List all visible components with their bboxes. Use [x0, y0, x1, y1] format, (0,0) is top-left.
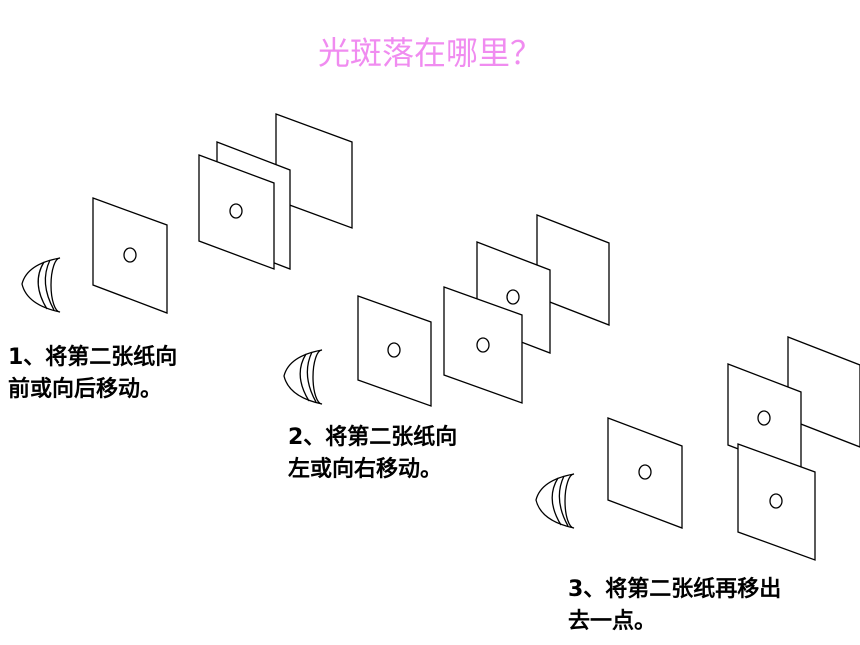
screen-3-front	[737, 443, 816, 561]
instruction-2-line-2: 左或向右移动。	[288, 457, 443, 482]
instruction-2: 2、将第二张纸向 左或向右移动。	[288, 422, 457, 486]
lens-icon	[535, 473, 575, 529]
instruction-3: 3、将第二张纸再移出 去一点。	[568, 574, 781, 638]
screen-1-2-front	[198, 154, 275, 270]
screen-2-front	[443, 286, 523, 404]
screen-2-1	[357, 295, 432, 407]
setup-1	[21, 113, 353, 314]
lens-icon	[21, 257, 61, 313]
setup-3	[535, 336, 860, 561]
setup-2	[283, 214, 610, 407]
instruction-2-line-1: 2、将第二张纸向	[288, 425, 458, 450]
instruction-1-line-1: 1、将第二张纸向	[8, 345, 178, 370]
lens-icon	[283, 349, 323, 405]
instruction-3-line-1: 3、将第二张纸再移出	[568, 577, 782, 602]
screen-3-mid	[727, 363, 802, 474]
instruction-1-line-2: 前或向后移动。	[8, 377, 163, 402]
instruction-1: 1、将第二张纸向 前或向后移动。	[8, 342, 177, 406]
page-title: 光斑落在哪里？	[317, 34, 542, 72]
screen-3-1	[607, 417, 683, 529]
screen-1-1	[92, 197, 168, 314]
instruction-3-line-2: 去一点。	[568, 609, 657, 634]
